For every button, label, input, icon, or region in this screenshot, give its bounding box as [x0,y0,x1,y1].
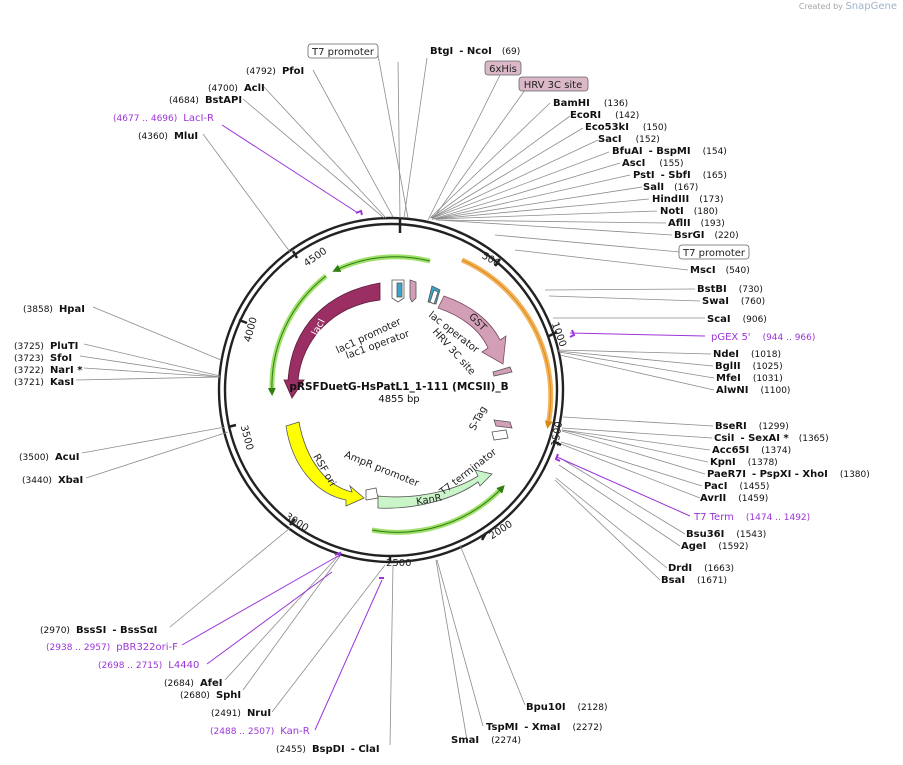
t7-promoter-top-box: T7 promoter [307,43,379,59]
snapgene-credit: Created by SnapGene [799,1,897,12]
enzyme-pluti: (3725)PluTI [14,341,78,352]
hrv-3c-site-box: HRV 3C site [518,76,589,92]
enzyme-bstbi: BstBI(730) [697,284,763,295]
enzyme-bfuai: BfuAI- BspMI(154) [612,146,727,157]
primer-labels: (4677 .. 4696)LacI-R pGEX 5'(944 .. 966)… [46,113,815,737]
enzyme-smai: SmaI(2274) [451,735,521,746]
enzyme-swai: SwaI(760) [702,296,765,307]
enzyme-bstapi: (4684)BstAPI [169,95,242,106]
enzyme-afei: (2684)AfeI [164,678,223,689]
lac-green-arc-top-outline [332,256,431,272]
enzyme-pfoi: (4792)PfoI [246,66,304,77]
primer-pgex5: pGEX 5'(944 .. 966) [711,332,815,343]
enzyme-ecori: EcoRI(142) [570,110,639,121]
enzyme-bamhi: BamHI(136) [553,98,628,109]
enzyme-acc65i: Acc65I(1374) [712,445,791,456]
credit-brand: SnapGene [845,1,897,12]
enzyme-eco53ki: Eco53kI(150) [585,122,667,133]
enzyme-saci: SacI(152) [598,134,660,145]
enzyme-sphi: (2680)SphI [180,690,241,701]
enzyme-acui: (3500)AcuI [19,452,79,463]
kanr-label: KanR [415,493,442,508]
enzyme-agei: AgeI(1592) [681,541,748,552]
enzyme-labels-left: (2455)BspDI- ClaI (2491)NruI (2680)SphI … [14,66,380,755]
enzyme-mfei: MfeI(1031) [716,373,783,384]
enzyme-paci: PacI(1455) [704,481,769,492]
t7-promoter-top-label: T7 promoter [311,47,375,58]
enzyme-paer7i: PaeR7I- PspXI - XhoI(1380) [707,469,870,480]
6xhis-label: 6xHis [489,64,517,75]
enzyme-asci: AscI(155) [622,158,684,169]
boxed-feature-labels: T7 promoter 6xHis HRV 3C site T7 promote… [307,43,750,260]
rsf-ori-feature [285,421,365,507]
enzyme-bseri: BseRI(1299) [715,421,789,432]
lac-green-arc-top [334,254,431,273]
enzyme-bsai: BsaI(1671) [661,575,727,586]
primer-l4440: (2698 .. 2715)L4440 [98,660,199,671]
enzyme-hpai: (3858)HpaI [23,304,85,315]
enzyme-hindiii: HindIII(173) [652,194,723,205]
enzyme-noti: NotI(180) [660,206,718,217]
primer-pbr322ori-f: (2938 .. 2957)pBR322ori-F [46,642,178,653]
enzyme-nari: (3722)NarI * [14,365,83,376]
primer-lines [181,124,706,731]
enzyme-sali: SalI(167) [643,182,698,193]
ampr-promoter-label: AmpR promoter [343,450,422,490]
enzyme-bpu10i: Bpu10I(2128) [526,702,607,713]
6xhis-box: 6xHis [484,60,522,76]
enzyme-ndei: NdeI(1018) [713,349,781,360]
enzyme-avrii: AvrII(1459) [700,493,768,504]
credit-prefix: Created by [798,2,843,11]
tick-label-4500: 4500 [302,246,329,270]
kanr-feature [377,469,493,509]
enzyme-bspdi: (2455)BspDI- ClaI [276,744,380,755]
primer-t7-term: T7 Term(1474 .. 1492) [693,512,810,523]
small-feature-glyphs [365,279,513,501]
kanr-green-arc-outline [371,485,505,533]
enzyme-bsu36i: Bsu36I(1543) [686,529,766,540]
plasmid-length: 4855 bp [378,394,419,405]
enzyme-bglii: BglII(1025) [715,361,783,372]
gst-orange-arc-outline [461,259,553,429]
hrv-3c-site-label: HRV 3C site [524,80,583,91]
enzyme-kasi: (3721)KasI [14,377,74,388]
plasmid-name: pRSFDuetG-HsPatL1_1-111 (MCSII)_B [289,381,508,393]
enzyme-btgi: BtgI- NcoI(69) [430,46,520,57]
enzyme-csii: CsiI- SexAI *(1365) [714,433,829,444]
enzyme-xbai: (3440)XbaI [22,475,83,486]
backbone-tick-marks [227,218,562,562]
t7-terminator-label: T7 terminator [437,446,499,498]
tick-label-1500: 1500 [550,421,565,448]
enzyme-acli: (4700)AclI [208,83,265,94]
enzyme-kpni: KpnI(1378) [710,457,778,468]
primer-marks [334,209,576,579]
leader-lines [75,54,715,746]
enzyme-msci: MscI(540) [690,265,750,276]
enzyme-aflii: AflII(193) [668,218,725,229]
enzyme-bsssi: (2970)BssSI- BssSαI [40,625,157,636]
tick-label-500: 500 [480,251,502,270]
t7-promoter-right-label: T7 promoter [682,248,746,259]
enzyme-labels-right: BtgI- NcoI(69) BamHI(136) EcoRI(142) Eco… [430,46,870,746]
enzyme-bsrgi: BsrGI(220) [674,230,739,241]
tick-label-3500: 3500 [238,424,255,451]
laci-green-arc-outline [267,275,327,396]
enzyme-sfoi: (3723)SfoI [14,353,72,364]
enzyme-tspmi: TspMI- XmaI(2272) [486,722,602,733]
tick-label-4000: 4000 [243,316,260,343]
s-tag-label: S-Tag [468,404,490,432]
enzyme-nrui: (2491)NruI [211,708,271,719]
enzyme-psti: PstI- SbfI(165) [633,170,727,181]
laci-feature [283,282,381,399]
primer-kan-r: (2488 .. 2507)Kan-R [210,726,310,737]
enzyme-scai: ScaI(906) [707,314,767,325]
tick-label-2500: 2500 [386,558,411,569]
gst-feature [437,295,507,365]
enzyme-drdi: DrdI(1663) [668,563,734,574]
t7-promoter-right-box: T7 promoter [678,244,750,260]
enzyme-mlui: (4360)MluI [138,131,198,142]
enzyme-alwni: AlwNI(1100) [716,385,790,396]
primer-laci-r: (4677 .. 4696)LacI-R [113,113,214,124]
